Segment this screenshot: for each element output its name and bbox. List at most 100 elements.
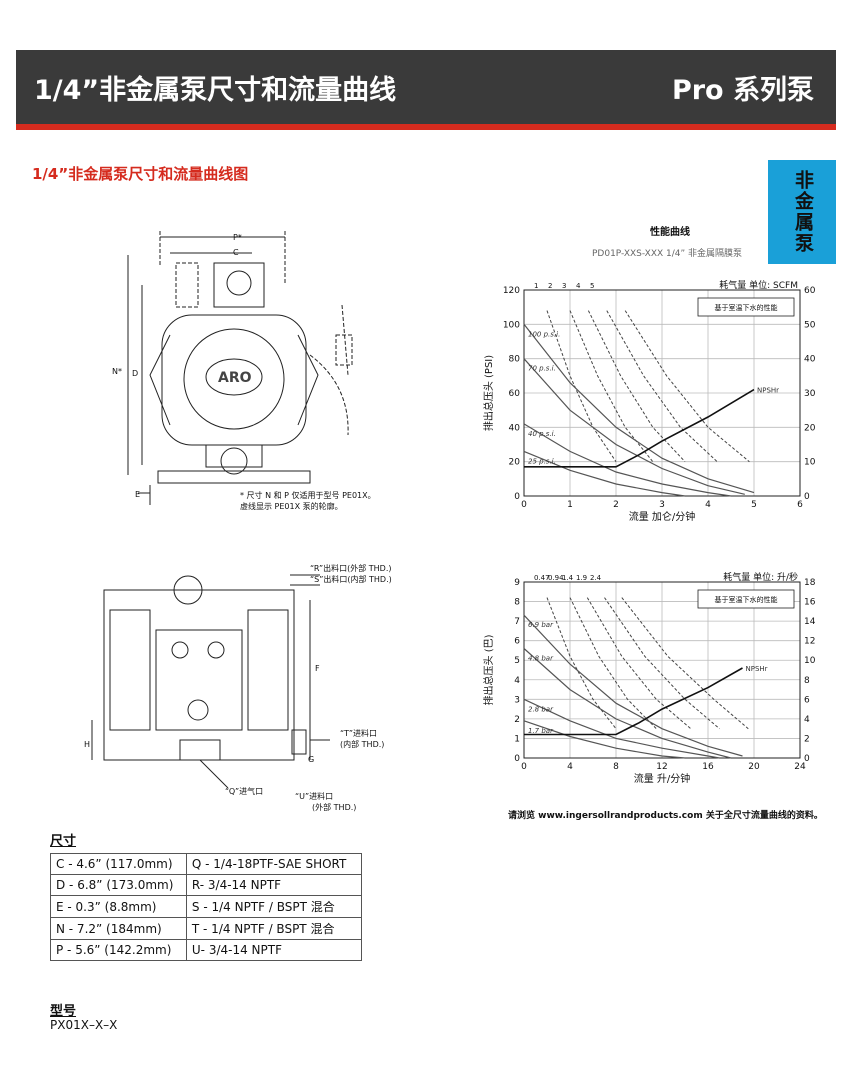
x-tick-label: 1 [567, 500, 573, 510]
x-tick-label: 8 [613, 762, 619, 772]
table-cell: T - 1/4 NPTF / BSPT 混合 [185, 917, 363, 940]
y-tick-label: 120 [503, 286, 520, 296]
section-subtitle: 1/4”非金属泵尺寸和流量曲线图 [32, 165, 249, 183]
x-tick-label: 2 [613, 500, 619, 510]
table-cell: R- 3/4-14 NPTF [185, 874, 363, 896]
x-axis-label: 流量 加仑/分钟 [629, 510, 696, 523]
air-curve [604, 597, 720, 730]
series-line [523, 614, 743, 757]
y2-tick-label: 16 [804, 598, 816, 608]
series-label: 6.9 bar [528, 621, 554, 629]
y2-tick-label: 0 [804, 492, 810, 502]
info-box [697, 589, 795, 609]
port-r-label: “R”出料口(外部 THD.) [310, 564, 392, 573]
x-tick-label: 16 [702, 762, 714, 772]
y-tick-label: 2 [514, 715, 520, 725]
y2-tick-label: 10 [804, 458, 816, 468]
air-curve [586, 597, 692, 730]
x-tick-label: 3 [659, 500, 665, 510]
top-tick-label: 1.4 [562, 574, 574, 582]
dimensions-table: C - 4.6” (117.0mm) Q - 1/4-18PTF-SAE SHO… [50, 853, 363, 961]
table-cell: D - 6.8” (173.0mm) [50, 874, 187, 896]
table-cell: P - 5.6” (142.2mm) [50, 939, 187, 961]
table-row: E - 0.3” (8.8mm) S - 1/4 NPTF / BSPT 混合 [50, 895, 363, 918]
y-axis-label: 排出总压头 (巴) [482, 634, 495, 705]
y2-tick-label: 4 [804, 715, 810, 725]
port-q-label: “Q”进气口 [225, 787, 264, 796]
table-row: P - 5.6” (142.2mm) U- 3/4-14 NPTF [50, 939, 363, 961]
pump-front-drawing [127, 231, 353, 505]
table-cell: N - 7.2” (184mm) [50, 917, 187, 940]
drawing-note: * 尺寸 N 和 P 仅适用于型号 PE01X。 虚线显示 PE01X 泵的轮廓… [240, 490, 376, 512]
air-curve [587, 310, 686, 463]
top-tick-label: 1 [534, 282, 538, 290]
y2-tick-label: 0 [804, 754, 810, 764]
port-t-label-2: (内部 THD.) [340, 740, 385, 749]
series-line [523, 720, 686, 759]
y2-tick-label: 2 [804, 734, 810, 744]
x-tick-label: 4 [705, 500, 711, 510]
x-tick-label: 24 [794, 762, 806, 772]
air-curve [546, 597, 617, 730]
pump-logo: ARO [218, 370, 252, 386]
y-tick-label: 3 [514, 695, 520, 705]
y-tick-label: 5 [514, 656, 520, 666]
port-s-label: “S”出料口(内部 THD.) [310, 575, 392, 584]
x-axis-label: 流量 升/分钟 [634, 772, 691, 785]
top-tick-label: 2.4 [590, 574, 602, 582]
y-tick-label: 0 [514, 492, 520, 502]
series-label: 100 p.s.i. [528, 330, 560, 338]
dim-label-n: N* [112, 367, 122, 376]
page-title: 1/4”非金属泵尺寸和流量曲线 [34, 75, 397, 106]
y-tick-label: 4 [514, 676, 520, 686]
x-tick-label: 6 [797, 500, 803, 510]
air-curve [621, 597, 749, 730]
y-tick-label: 9 [514, 578, 520, 588]
model-code: PX01X–X–X [50, 1018, 118, 1032]
top-tick-label: 3 [562, 282, 566, 290]
top-axis-label: 耗气量 单位: 升/秒 [723, 571, 798, 583]
air-curve [606, 310, 718, 463]
charts-title: 性能曲线 [650, 227, 690, 238]
top-tick-label: 5 [590, 282, 594, 290]
series-label: 70 p.s.i. [528, 365, 556, 373]
y2-tick-label: 12 [804, 637, 815, 647]
x-tick-label: 5 [751, 500, 757, 510]
side-tab: 非金属泵 [768, 160, 836, 264]
table-row: C - 4.6” (117.0mm) Q - 1/4-18PTF-SAE SHO… [50, 853, 363, 875]
table-cell: E - 0.3” (8.8mm) [50, 895, 187, 918]
y2-tick-label: 10 [804, 656, 816, 666]
y2-tick-label: 50 [804, 320, 816, 330]
series-title: Pro 系列泵 [671, 75, 814, 106]
dim-label-d: D [132, 369, 139, 378]
series-line [524, 388, 755, 468]
y-tick-label: 7 [514, 617, 520, 627]
header-banner: 1/4”非金属泵尺寸和流量曲线 Pro 系列泵 [16, 50, 836, 130]
table-cell: S - 1/4 NPTF / BSPT 混合 [185, 895, 363, 918]
charts-subtitle: PD01P-XXS-XXX 1/4” 非金属隔膜泵 [592, 249, 743, 259]
y2-tick-label: 6 [804, 695, 810, 705]
drawing-note-line: 虚线显示 PE01X 泵的轮廓。 [240, 502, 343, 511]
dim-label-c: C [233, 248, 239, 257]
series-label: NPSHr [757, 387, 779, 395]
y2-axis-label: 气体余量 (米) [819, 640, 820, 701]
series-line [523, 648, 732, 759]
series-line [523, 423, 732, 497]
top-tick-label: 0.47 [534, 574, 550, 582]
series-label: NPSHr [746, 665, 768, 673]
info-box-text: 基于室温下水的性能 [715, 303, 778, 312]
y-tick-label: 80 [509, 355, 521, 365]
table-row: D - 6.8” (173.0mm) R- 3/4-14 NPTF [50, 874, 363, 896]
dim-label-h: H [84, 740, 91, 749]
info-box [697, 297, 795, 317]
table-row: N - 7.2” (184mm) T - 1/4 NPTF / BSPT 混合 [50, 917, 363, 940]
series-label: 2.8 bar [528, 705, 554, 713]
top-tick-label: 4 [576, 282, 581, 290]
y-tick-label: 1 [514, 734, 520, 744]
pump-side-drawing [91, 574, 330, 789]
y-tick-label: 100 [503, 320, 520, 330]
dimensions-title: 尺寸 [50, 834, 77, 849]
port-t-label: “T”进料口 [340, 729, 377, 738]
